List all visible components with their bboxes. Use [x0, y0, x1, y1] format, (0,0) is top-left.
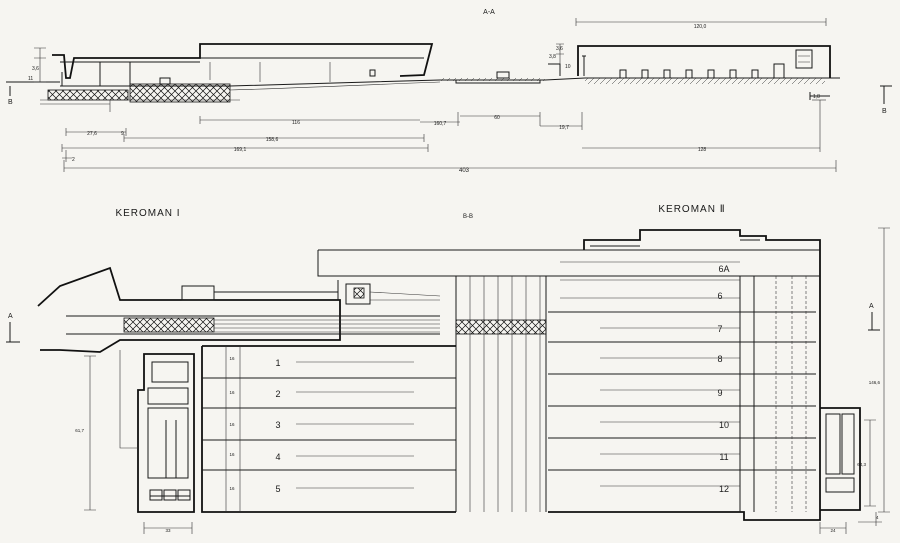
pen-width-2: 16	[229, 390, 235, 395]
dim-2: 2	[72, 157, 75, 163]
dim-19-7: 19,7	[559, 125, 569, 131]
dim-10: 10	[565, 64, 571, 70]
pen-label-9: 9	[717, 388, 722, 398]
cut-a-left-label: A	[8, 313, 13, 320]
pen-label-6a: 6A	[718, 264, 729, 274]
pen-label-7: 7	[717, 324, 722, 334]
dim-120: 120,0	[694, 24, 707, 30]
dim-61-7: 61,7	[75, 428, 84, 433]
pen-width-4: 16	[229, 452, 235, 457]
pen-width-1: 16	[229, 356, 235, 361]
dim-116: 116	[292, 120, 300, 126]
dim-3-8: 3,8	[549, 54, 556, 60]
dim-128: 128	[698, 147, 707, 153]
pen-width-3: 16	[229, 422, 235, 427]
dim-146-6: 146,6	[869, 380, 881, 385]
section-aa: A-A	[6, 9, 892, 174]
pen-label-8: 8	[717, 354, 722, 364]
dim-158-6: 158,6	[266, 137, 279, 143]
dim-27-6: 27,6	[87, 131, 97, 137]
dim-33: 33	[165, 528, 171, 533]
section-aa-title: A-A	[483, 9, 495, 16]
dim-403: 403	[459, 168, 470, 174]
dim-24: 24	[830, 528, 836, 533]
cut-b-left-label: B	[8, 99, 13, 106]
dim-4: 4	[876, 515, 879, 520]
dim-169-1: 169,1	[234, 147, 247, 153]
dim-3-6-right: 3,6	[556, 46, 563, 52]
pen-label-3: 3	[275, 420, 280, 430]
keroman-2-title: KEROMAN Ⅱ	[658, 204, 725, 215]
dim-11: 11	[28, 76, 33, 82]
dim-3-6-left: 3,6	[32, 66, 39, 72]
dim-64-3: 64,3	[857, 462, 866, 467]
dim-160-7: 160,7	[434, 121, 447, 127]
pen-label-11: 11	[719, 452, 728, 462]
dim-1-8: 1,8	[813, 94, 820, 100]
keroman-1-title: KEROMAN I	[115, 208, 180, 219]
pen-label-10: 10	[719, 420, 729, 430]
cut-a-right-label: A	[869, 303, 874, 310]
pen-label-12: 12	[719, 484, 729, 494]
dim-9: 9	[121, 131, 124, 137]
dim-60: 60	[494, 115, 500, 121]
pens-left: 1 2 3 4 5	[275, 358, 280, 494]
section-bb-title: B-B	[463, 214, 473, 220]
pen-width-5: 16	[229, 486, 235, 491]
section-bb: B-B KEROMAN I KEROMAN Ⅱ A A	[6, 204, 890, 534]
pen-label-1: 1	[275, 358, 280, 368]
cut-b-right-label: B	[882, 108, 887, 115]
pen-label-6: 6	[717, 291, 722, 301]
pen-label-5: 5	[275, 484, 280, 494]
pen-label-2: 2	[275, 389, 280, 399]
pens-right: 6A 6 7 8 9 10 11 12	[717, 264, 729, 494]
pen-label-4: 4	[275, 452, 280, 462]
